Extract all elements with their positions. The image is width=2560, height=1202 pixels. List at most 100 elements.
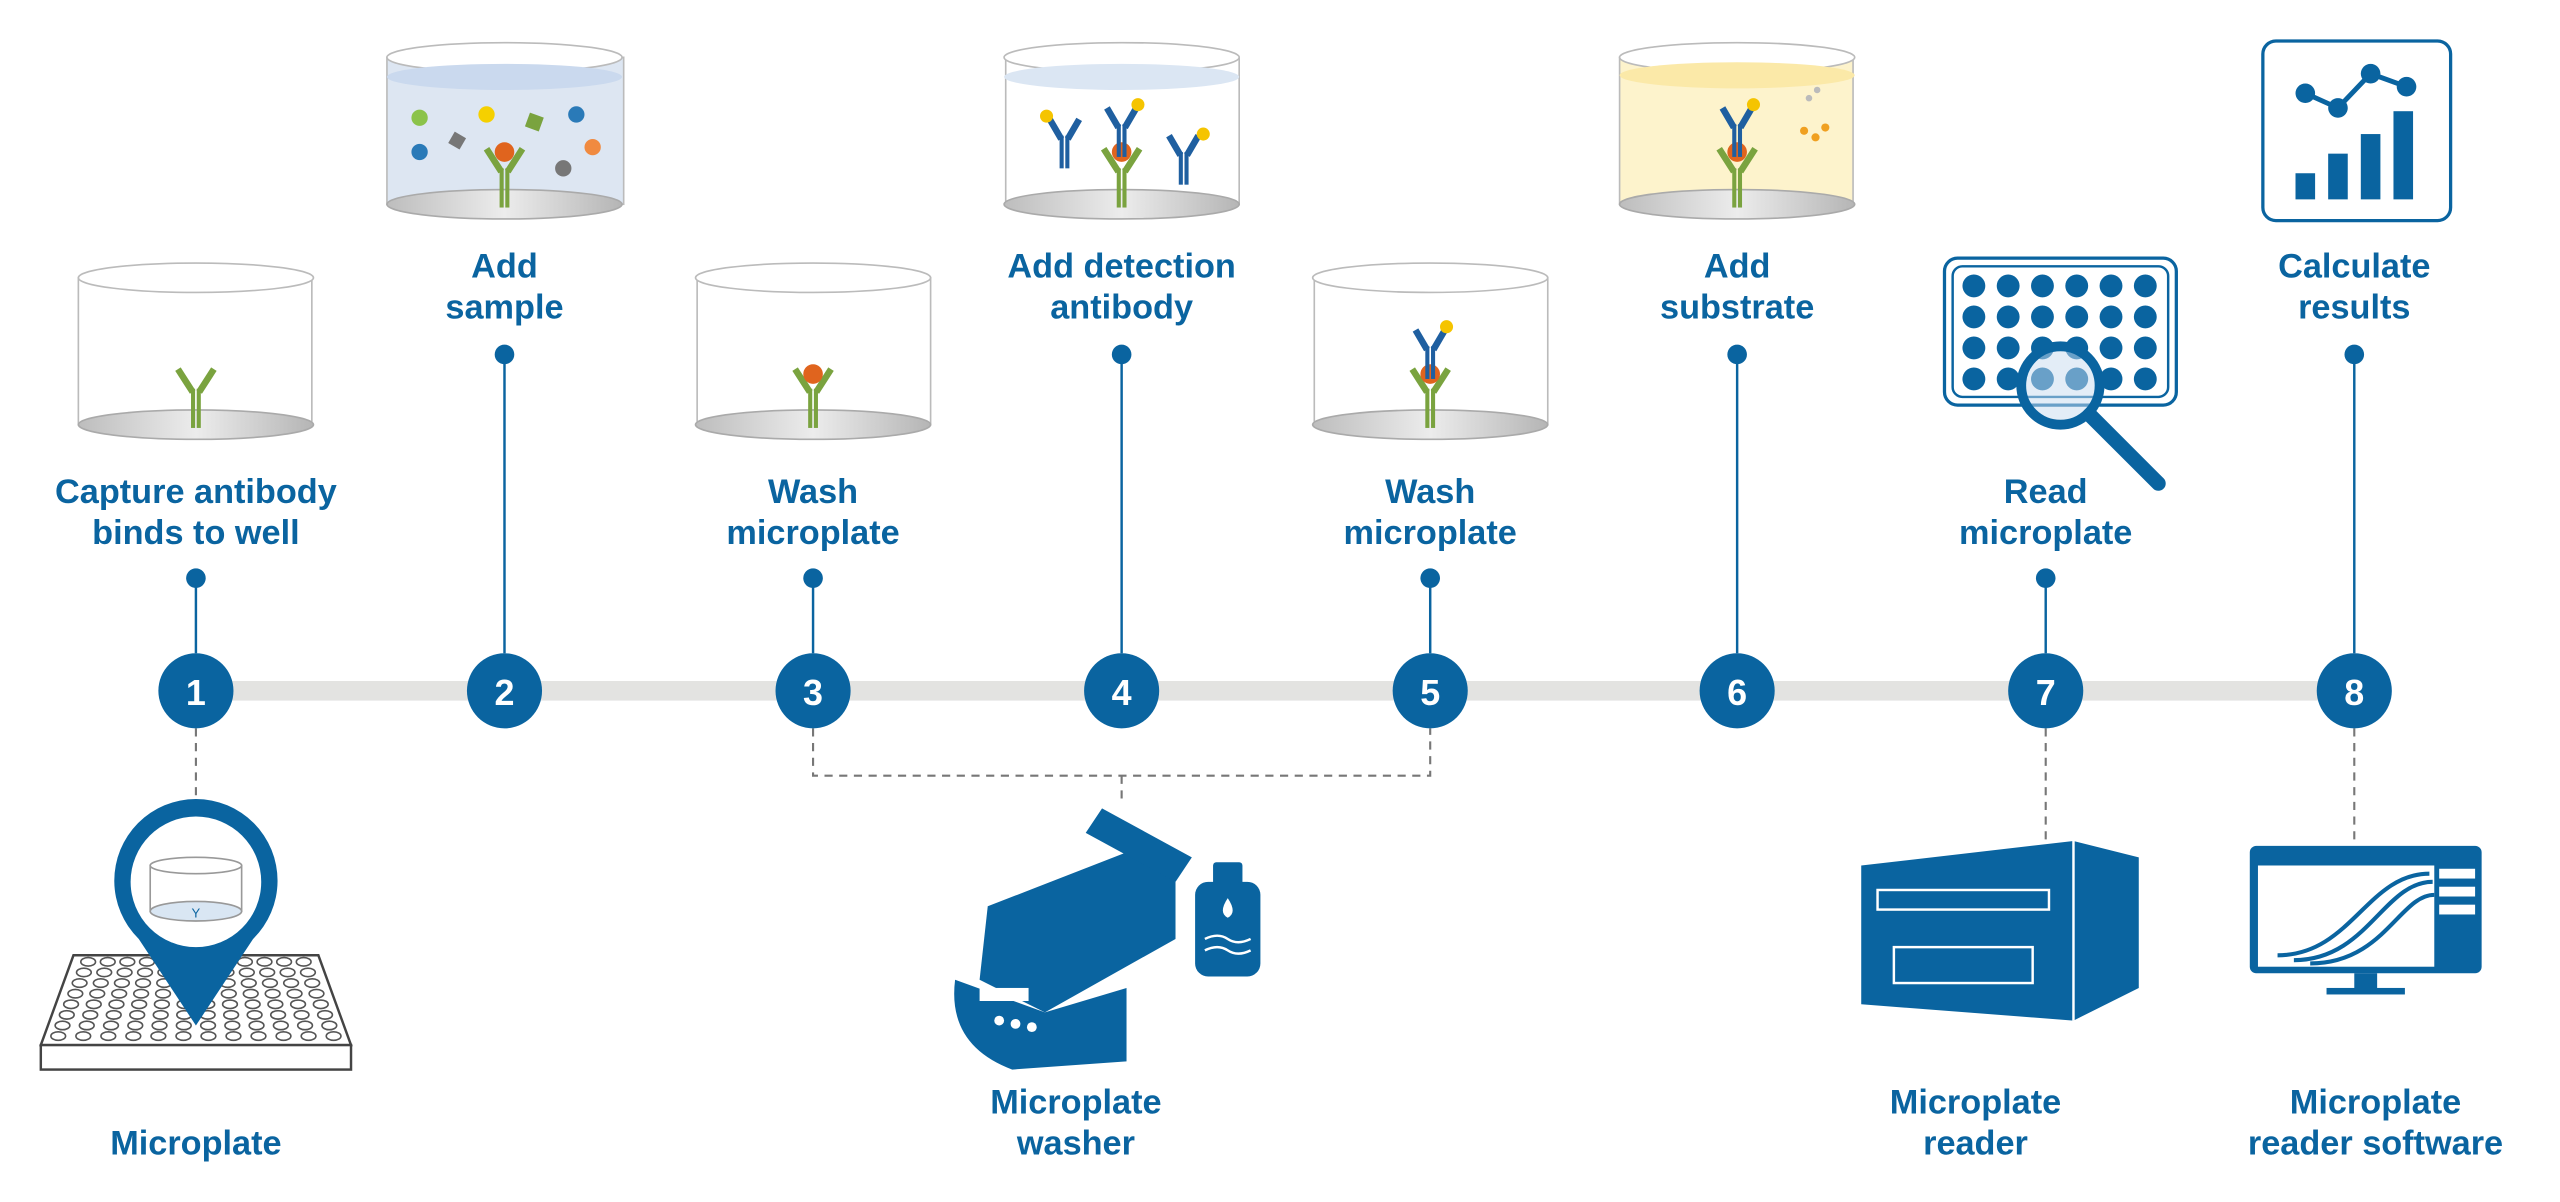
plate-well [279, 967, 296, 978]
well-capture-antibody-icon [77, 262, 315, 441]
well-dot [2065, 274, 2089, 298]
step-label: results [2298, 289, 2410, 327]
plate-well [275, 1031, 292, 1042]
plate-well [321, 1020, 338, 1031]
well-dot [1996, 305, 2020, 329]
step-label: Capture antibody [55, 473, 337, 511]
step-number: 4 [1112, 672, 1132, 713]
well-dot [2133, 274, 2157, 298]
pin-well-letter: Y [192, 906, 201, 921]
plate-well [125, 1031, 142, 1042]
well-wash-icon [694, 262, 932, 441]
microplate-reader-icon [1861, 841, 2139, 1021]
plate-well [325, 1031, 342, 1042]
plate-well [127, 1020, 144, 1031]
plate-well [300, 1031, 317, 1042]
equipment-label: Microplate [110, 1124, 281, 1162]
well-wash-icon [1311, 262, 1549, 441]
step-number-badge [158, 653, 234, 729]
plate-well [261, 977, 279, 989]
plate-well [282, 977, 300, 989]
plate-well [267, 999, 284, 1010]
equipment-label: Microplate [2290, 1084, 2461, 1122]
plate-well [244, 999, 261, 1010]
plate-well [58, 1009, 75, 1020]
plate-well [312, 999, 329, 1010]
plate-well [199, 1020, 217, 1031]
plate-well [100, 1031, 117, 1042]
well-dot [2031, 274, 2054, 298]
step-number-badge [466, 653, 543, 729]
plate-well [299, 967, 317, 978]
plate-well [99, 956, 116, 967]
plate-well [286, 988, 303, 999]
well-dot [2099, 367, 2123, 391]
microplate-icon: Y [39, 799, 353, 1071]
step-label: Add [1704, 248, 1771, 286]
plate-well [272, 1020, 289, 1031]
plate-well [116, 967, 133, 978]
plate-well [296, 1020, 314, 1031]
reader-software-icon [2249, 845, 2482, 995]
plate-well [200, 1031, 217, 1042]
plate-well [151, 1020, 168, 1031]
plate-well [269, 1009, 287, 1020]
plate-well [295, 956, 312, 967]
plate-well [111, 988, 128, 999]
step-label: Wash [768, 473, 858, 511]
well-dot [2031, 305, 2054, 329]
step-number: 8 [2344, 672, 2364, 713]
step-dot [2344, 344, 2365, 365]
plate-well [304, 977, 321, 989]
plate-well [275, 956, 293, 967]
well-sample-icon [386, 41, 625, 220]
step-number: 2 [494, 672, 514, 713]
well-dot [1996, 367, 2020, 391]
timeline-track [195, 681, 2355, 701]
plate-well [54, 1020, 71, 1031]
well-dot [2065, 305, 2089, 329]
plate-well [67, 988, 84, 999]
plate-well [50, 1031, 67, 1042]
plate-well [316, 1009, 334, 1020]
well-dot [1962, 367, 1986, 391]
plate-well [225, 1031, 242, 1042]
plate-well [62, 999, 80, 1010]
plate-well [134, 977, 152, 989]
step-dot [186, 568, 206, 588]
plate-well [75, 967, 93, 978]
plate-well [293, 1009, 310, 1020]
step-number-badge [1392, 653, 1468, 729]
plate-well [89, 988, 106, 999]
equipment-label: washer [1016, 1124, 1135, 1162]
step-label: Calculate [2278, 248, 2430, 286]
well-substrate-icon [1618, 41, 1856, 220]
well-dot [2099, 305, 2123, 329]
plate-well [175, 1031, 192, 1042]
plate-well [153, 999, 171, 1010]
plate-well [136, 967, 154, 978]
step-label: Wash [1385, 473, 1475, 511]
plate-well [308, 988, 325, 999]
step-number: 5 [1420, 672, 1440, 713]
plate-well [264, 988, 281, 999]
plate-well [82, 1009, 99, 1020]
equipment-label: Microplate [990, 1084, 1161, 1122]
step-number-badge [1084, 653, 1160, 729]
step-dot [494, 344, 515, 365]
well-dot [2099, 274, 2123, 298]
plate-well [248, 1020, 265, 1031]
plate-well [259, 967, 276, 978]
plate-well [175, 1020, 192, 1031]
plate-well [119, 956, 136, 967]
well-dot [2099, 336, 2123, 360]
plate-magnifier-icon [1942, 256, 2178, 491]
step-label: microplate [726, 514, 899, 552]
step-number-badge [775, 653, 851, 729]
step-label: binds to well [92, 514, 300, 552]
